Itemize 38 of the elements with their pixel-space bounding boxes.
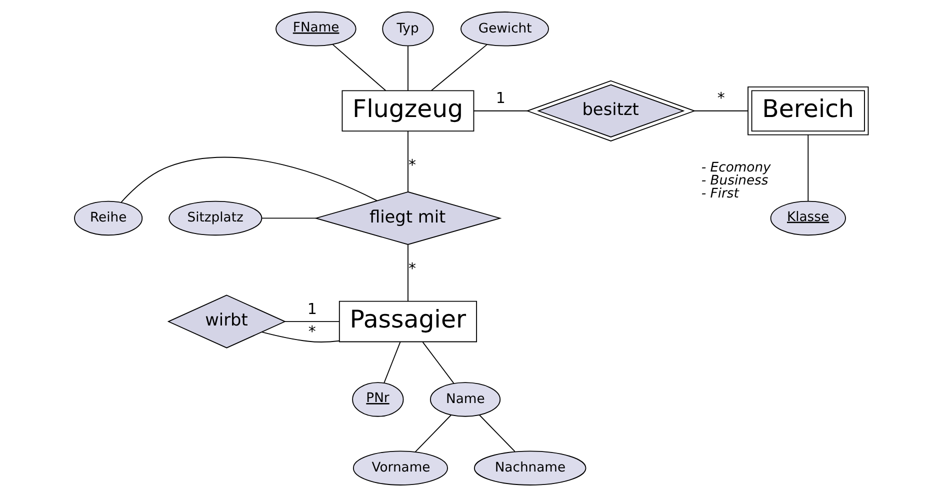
connector — [694, 110, 748, 112]
node-ellipse: Reihe — [74, 200, 143, 236]
node-box: Passagier — [338, 300, 478, 342]
node-box: Bereich — [748, 86, 869, 136]
node-box: Flugzeug — [342, 90, 474, 132]
node-ellipse: Vorname — [352, 450, 448, 486]
edge-label: * — [408, 156, 416, 174]
node-ellipse: PNr — [352, 382, 404, 417]
connector — [262, 218, 316, 219]
edge-label: * — [717, 89, 725, 108]
node-diamond: fliegt mit — [314, 191, 502, 245]
node-ellipse: FName — [276, 12, 356, 46]
node-diamond: wirbt — [167, 294, 286, 348]
connector — [414, 414, 452, 452]
edge-label: * — [308, 322, 316, 340]
node-ellipse: Klasse — [770, 200, 846, 236]
node-ellipse: Typ — [382, 12, 434, 46]
connector — [332, 44, 386, 91]
node-ellipse: Name — [430, 382, 501, 417]
connector — [473, 110, 528, 112]
connector — [808, 134, 809, 202]
connector — [430, 44, 488, 91]
connector — [261, 332, 340, 342]
connector — [422, 342, 454, 384]
connector — [120, 156, 378, 203]
edge-label: * — [408, 259, 416, 278]
node-label: - Business — [701, 174, 768, 189]
node-ellipse: Sitzplatz — [168, 200, 262, 236]
node-diamond: besitzt — [526, 80, 696, 142]
connector — [479, 414, 516, 452]
node-label: - First — [701, 186, 739, 202]
connector — [284, 321, 340, 322]
node-ellipse: Gewicht — [460, 12, 549, 46]
edge-label: 1 — [307, 300, 317, 318]
edge-label: 1 — [496, 89, 506, 108]
node-ellipse: Nachname — [474, 450, 586, 486]
node-label: - Ecomony — [701, 160, 771, 176]
connector — [384, 342, 401, 384]
